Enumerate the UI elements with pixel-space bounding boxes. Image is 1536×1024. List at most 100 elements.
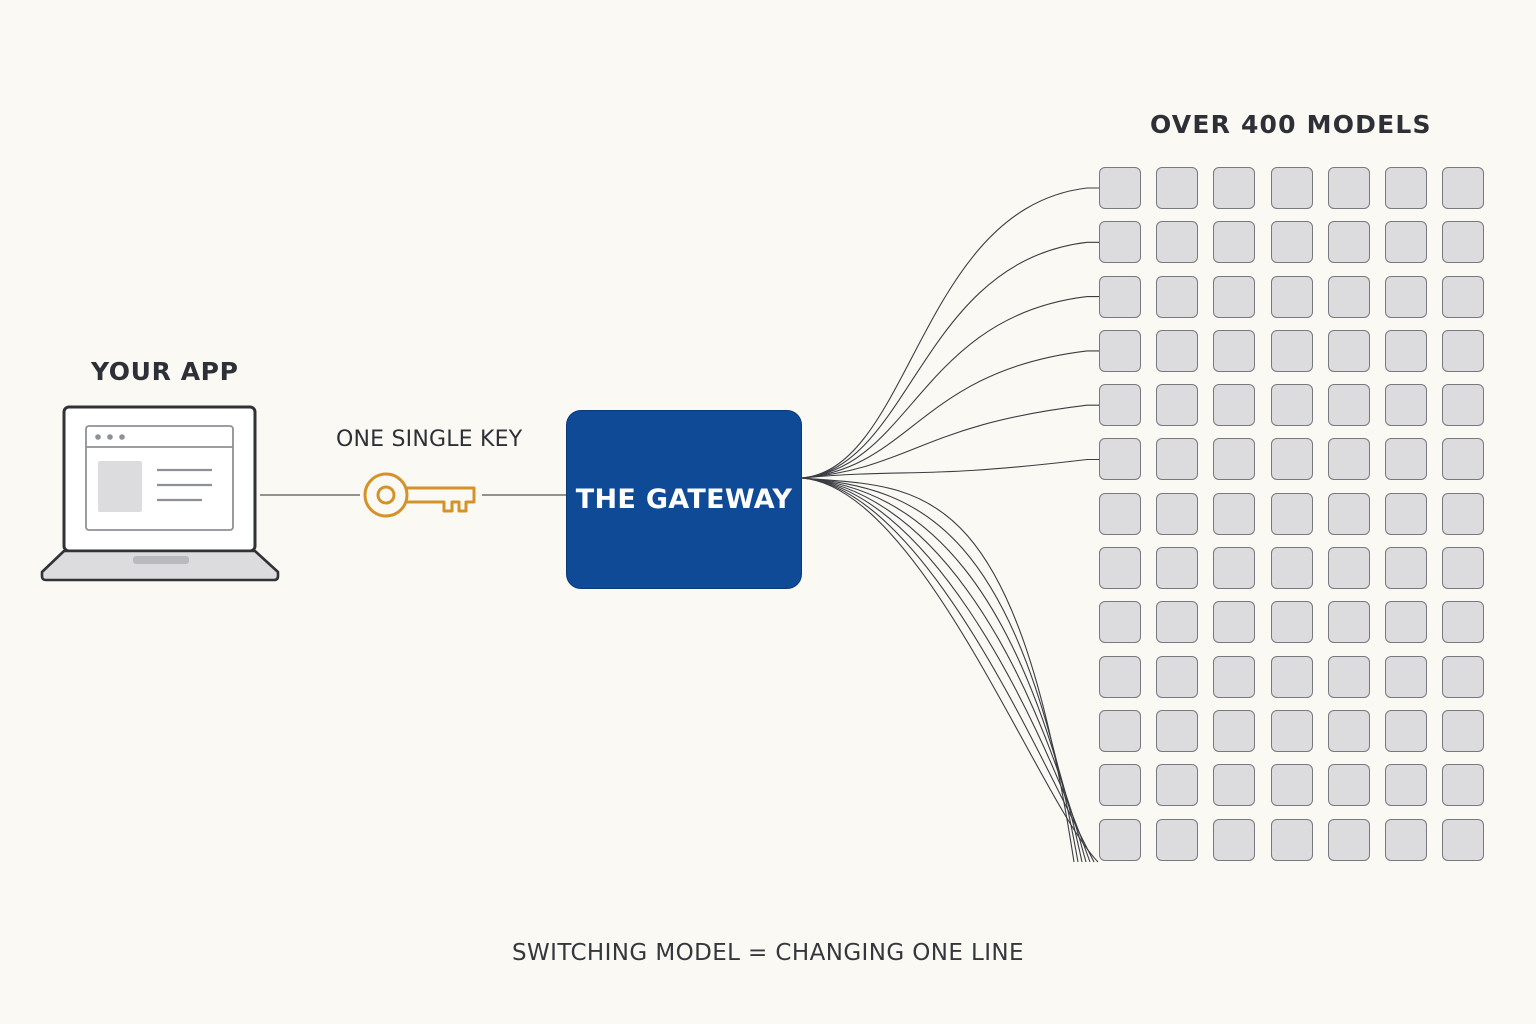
model-tile [1099,167,1141,209]
model-tile [1442,275,1485,318]
model-tile [1327,547,1370,590]
fan-line [801,477,1087,863]
fan-line [801,477,1083,863]
model-tile [1270,329,1313,372]
model-tile [1213,329,1256,372]
model-tile [1384,709,1427,752]
model-tile [1270,438,1313,481]
model-tile [1156,329,1199,372]
model-tile [1099,384,1141,427]
model-tile [1213,492,1256,535]
model-tile [1213,655,1256,698]
model-tile [1384,601,1427,644]
model-tile [1156,547,1199,590]
model-tile [1327,492,1370,535]
caption: SWITCHING MODEL = CHANGING ONE LINE [512,940,1024,966]
model-tile [1327,384,1370,427]
model-tile [1099,764,1141,807]
model-tile [1156,818,1199,861]
fan-line [801,296,1099,479]
fan-line [801,477,1079,863]
model-tile [1270,818,1313,861]
model-tile [1442,438,1485,481]
model-tile [1156,384,1199,427]
model-tile [1442,601,1485,644]
key-label: ONE SINGLE KEY [336,427,523,452]
fan-line [801,241,1099,479]
model-tile [1099,818,1141,861]
model-tile [1384,167,1427,209]
model-tile [1099,438,1141,481]
fan-line [801,404,1099,479]
model-tile [1270,764,1313,807]
model-grid [1099,167,1485,861]
model-tile [1270,655,1313,698]
gateway-box: THE GATEWAY [566,410,802,589]
model-tile [1270,547,1313,590]
model-tile [1442,221,1485,264]
model-tile [1442,384,1485,427]
model-tile [1384,764,1427,807]
model-tile [1213,275,1256,318]
key-icon [363,472,476,518]
fan-line [801,477,1091,863]
model-tile [1327,764,1370,807]
model-tile [1213,818,1256,861]
model-tile [1213,764,1256,807]
model-tile [1270,275,1313,318]
laptop-icon [40,405,280,582]
model-tile [1099,547,1141,590]
fan-line [801,477,1095,863]
model-tile [1270,492,1313,535]
fan-line [801,187,1099,479]
model-tile [1384,275,1427,318]
model-tile [1156,275,1199,318]
model-tile [1327,329,1370,372]
model-tile [1270,221,1313,264]
model-tile [1384,818,1427,861]
model-tile [1213,438,1256,481]
model-tile [1442,764,1485,807]
model-tile [1099,329,1141,372]
model-tile [1156,438,1199,481]
model-tile [1442,655,1485,698]
model-tile [1442,818,1485,861]
model-tile [1442,167,1485,209]
model-tile [1327,438,1370,481]
fan-line [801,477,1099,863]
model-tile [1384,221,1427,264]
model-tile [1442,492,1485,535]
model-tile [1099,709,1141,752]
model-tile [1156,167,1199,209]
model-tile [1442,709,1485,752]
model-tile [1384,384,1427,427]
model-tile [1099,655,1141,698]
model-tile [1327,601,1370,644]
model-tile [1442,329,1485,372]
fan-line [801,350,1099,479]
model-tile [1156,655,1199,698]
model-tile [1327,275,1370,318]
model-tile [1213,221,1256,264]
model-tile [1156,764,1199,807]
model-tile [1270,167,1313,209]
model-tile [1156,709,1199,752]
model-tile [1099,221,1141,264]
model-tile [1327,655,1370,698]
gateway-label: THE GATEWAY [575,484,793,515]
model-tile [1213,167,1256,209]
model-tile [1099,275,1141,318]
fan-line [801,458,1099,479]
model-tile [1384,438,1427,481]
model-tile [1270,601,1313,644]
model-tile [1156,601,1199,644]
model-tile [1099,601,1141,644]
models-label: OVER 400 MODELS [1150,110,1432,139]
model-tile [1327,167,1370,209]
model-tile [1327,709,1370,752]
model-tile [1213,384,1256,427]
model-tile [1384,655,1427,698]
model-tile [1270,384,1313,427]
app-label: YOUR APP [91,357,239,386]
